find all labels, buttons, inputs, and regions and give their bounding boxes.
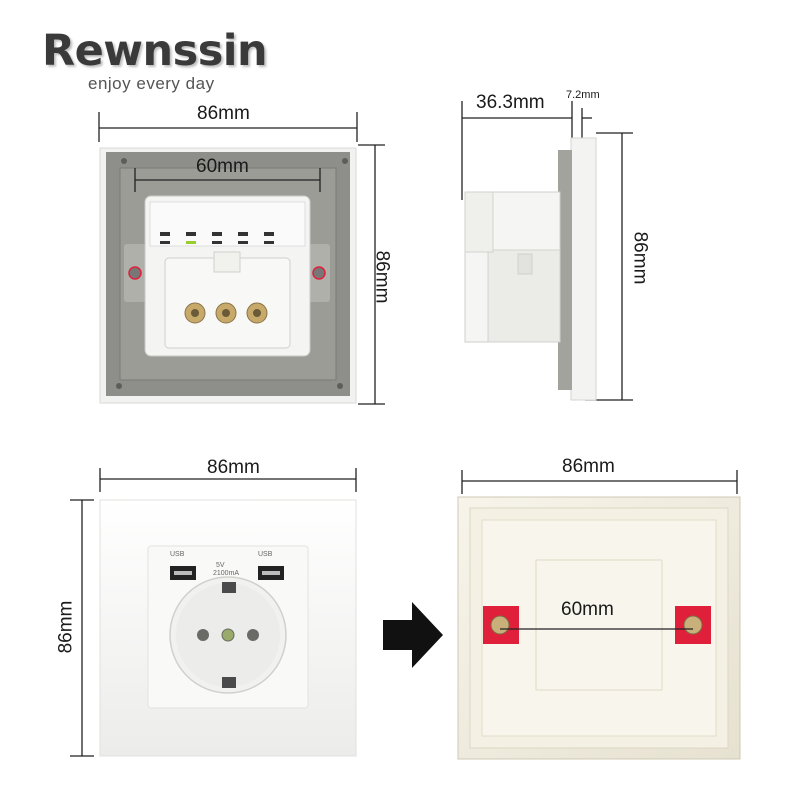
side-depth-label: 36.3mm — [476, 92, 545, 113]
brand-tagline: enjoy every day — [88, 74, 215, 93]
module-rear-view — [98, 112, 385, 405]
socket-front-view — [70, 468, 357, 757]
brand-logo: Rewnssin — [42, 26, 268, 76]
right-arrow-icon — [383, 602, 443, 668]
box-width-label: 86mm — [562, 456, 615, 477]
box-mount-spacing-label: 60mm — [561, 599, 614, 620]
back-box-view — [457, 470, 741, 760]
module-width-label: 86mm — [197, 103, 250, 124]
front-height-label: 86mm — [55, 600, 77, 654]
usb-left-label: USB — [170, 551, 185, 558]
side-view — [461, 101, 633, 401]
side-plate-label: 7.2mm — [566, 89, 600, 101]
module-height-label: 86mm — [371, 250, 393, 304]
module-mount-spacing-label: 60mm — [196, 156, 249, 177]
usb-spec-voltage: 5V — [216, 562, 225, 569]
usb-right-label: USB — [258, 551, 273, 558]
side-height-label: 86mm — [629, 231, 651, 285]
front-width-label: 86mm — [207, 457, 260, 478]
usb-spec-current: 2100mA — [213, 570, 240, 577]
